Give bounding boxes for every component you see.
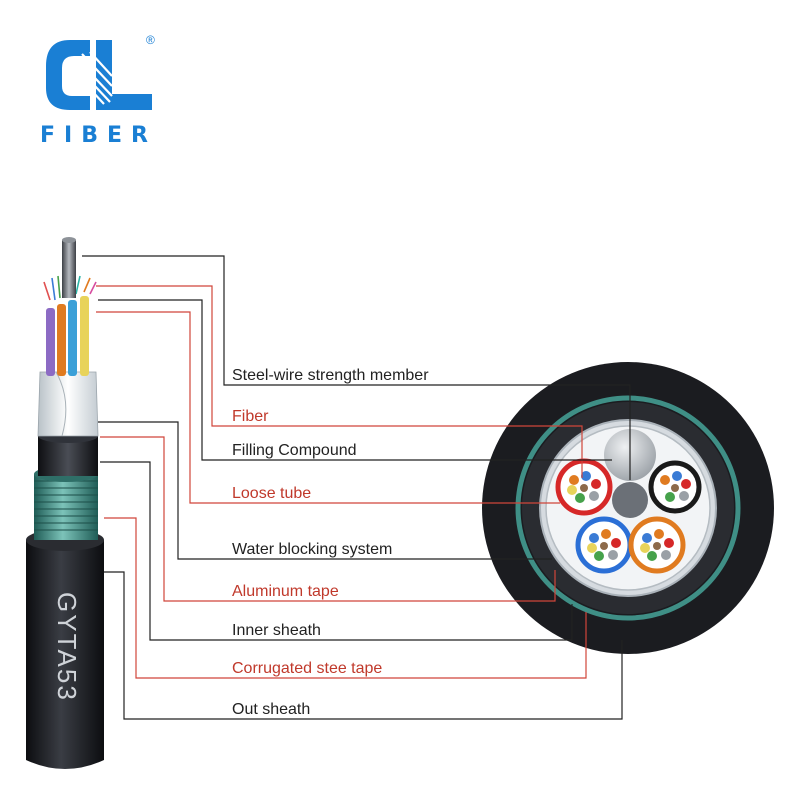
tube-purple	[46, 308, 55, 376]
water-blocking-tape	[38, 372, 98, 436]
label-water-blocking: Water blocking system	[232, 541, 392, 558]
label-inner-sheath: Inner sheath	[232, 622, 321, 639]
brand-logo: ® FIBER	[40, 33, 157, 148]
tube-yellow	[80, 296, 89, 376]
brand-name: FIBER	[40, 123, 157, 148]
logo-l-shape	[96, 40, 152, 110]
label-filling-compound: Filling Compound	[232, 442, 357, 459]
steel-rod-top	[62, 237, 76, 243]
label-steel-wire: Steel-wire strength member	[232, 367, 429, 384]
xs-strength-member	[612, 482, 648, 518]
label-fiber: Fiber	[232, 408, 269, 425]
xs-tube-blue	[578, 519, 630, 571]
label-corrugated-tape: Corrugated stee tape	[232, 660, 382, 677]
cable-cross-section	[482, 362, 774, 654]
xs-tube-black	[651, 463, 699, 511]
cable-model-text: GYTA53	[52, 592, 82, 702]
steel-strength-member	[62, 240, 76, 298]
label-aluminum-tape: Aluminum tape	[232, 583, 339, 600]
tube-blue	[68, 300, 77, 376]
label-out-sheath: Out sheath	[232, 701, 310, 718]
cable-side-view: GYTA53	[26, 237, 104, 769]
xs-tube-orange	[631, 519, 683, 571]
registered-mark: ®	[146, 33, 155, 47]
xs-tube-red	[558, 461, 610, 513]
callout-labels: Steel-wire strength member Fiber Filling…	[232, 367, 429, 718]
label-loose-tube: Loose tube	[232, 485, 311, 502]
tube-orange	[57, 304, 66, 376]
